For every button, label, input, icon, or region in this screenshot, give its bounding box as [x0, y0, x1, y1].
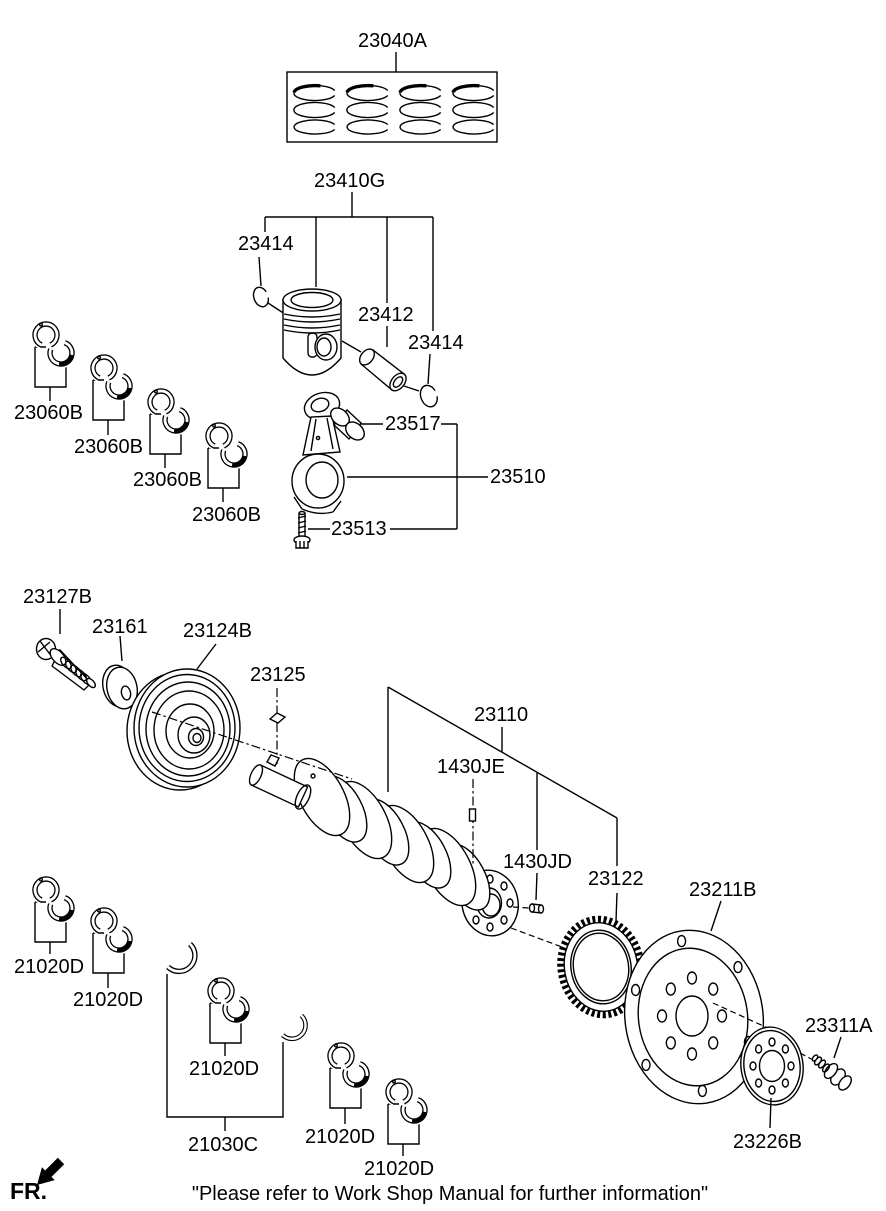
label-pulley-washer: 23161: [92, 616, 148, 638]
label-rod-bearing-4: 23060B: [192, 504, 261, 526]
snap-ring-right-drawing: [419, 384, 438, 408]
label-rod-bolt: 23513: [331, 518, 387, 540]
rod-bearing-leaders: [49, 387, 224, 502]
label-crank-pin: 1430JE: [437, 756, 505, 778]
snap-ring-left-drawing: [252, 286, 270, 308]
rod-leader-lines: [308, 423, 488, 530]
front-direction-label: FR.: [10, 1178, 48, 1204]
workshop-manual-note: "Please refer to Work Shop Manual for fu…: [191, 1183, 709, 1205]
rod-bearing-1-drawing: [35, 323, 72, 387]
label-drive-plate: 23211B: [689, 879, 757, 901]
adapter-plate-drawing: [740, 1026, 804, 1129]
label-rod-bearing-1: 23060B: [14, 402, 83, 424]
pulley-key-drawing: [268, 688, 287, 764]
rod-bearing-2-drawing: [93, 356, 130, 420]
connecting-rod-drawing: [291, 391, 345, 515]
label-main-bearing-set: 21030C: [188, 1134, 259, 1156]
main-bearing-1-drawing: [35, 878, 72, 942]
piston-pin-drawing: [358, 348, 407, 392]
label-main-bearing-1: 21020D: [14, 956, 85, 978]
label-piston-pin: 23412: [358, 304, 414, 326]
main-bearing-leaders: [49, 942, 404, 1156]
main-bearing-5-drawing: [388, 1080, 425, 1144]
label-main-bearing-4: 21020D: [305, 1126, 376, 1148]
rod-bearing-3-drawing: [150, 390, 187, 454]
label-pulley-key: 23125: [250, 664, 306, 686]
label-snap-ring-left: 23414: [238, 233, 294, 255]
rod-bushing-drawing: [330, 407, 365, 441]
rod-bearing-4-drawing: [208, 424, 245, 488]
piston-drawing: [282, 288, 342, 376]
crankshaft-drawing: [248, 754, 519, 937]
pulley-washer-drawing: [101, 635, 139, 710]
label-connecting-rod: 23510: [490, 466, 546, 488]
piston-ring-set-drawing: [286, 52, 498, 143]
crank-dowel-drawing: [528, 903, 545, 914]
thrust-washer-left-drawing: [168, 944, 195, 971]
label-pulley-bolt: 23127B: [23, 586, 92, 608]
label-rod-bearing-3: 23060B: [133, 469, 202, 491]
crankshaft-pulley-drawing: [126, 643, 241, 791]
label-piston-assembly: 23410G: [314, 170, 386, 192]
crankshaft-leader-lines: [151, 686, 618, 948]
label-main-bearing-5: 21020D: [364, 1158, 435, 1180]
pulley-bolt-drawing: [35, 609, 97, 691]
label-crankshaft: 23110: [474, 704, 529, 726]
label-drive-plate-bolt: 23311A: [805, 1015, 873, 1037]
main-bearing-3-drawing: [210, 979, 247, 1043]
label-crank-position-gear: 23122: [588, 868, 644, 890]
label-adapter-plate: 23226B: [733, 1131, 802, 1153]
drive-plate-bolt-drawing: [799, 1036, 853, 1091]
label-rod-bearing-2: 23060B: [74, 436, 143, 458]
label-crankshaft-pulley: 23124B: [183, 620, 252, 642]
label-main-bearing-2: 21020D: [73, 989, 144, 1011]
drive-plate-drawing: [623, 900, 795, 1105]
label-snap-ring-right: 23414: [408, 332, 464, 354]
front-direction-arrow-icon: [37, 1157, 65, 1185]
piston-kit-bracket-lines: [258, 192, 434, 392]
main-bearing-2-drawing: [93, 909, 130, 973]
main-bearing-4-drawing: [330, 1044, 367, 1108]
rod-bolt-drawing: [293, 510, 311, 549]
label-main-bearing-3: 21020D: [189, 1058, 260, 1080]
label-piston-ring-set: 23040A: [358, 30, 427, 52]
label-rod-bushing: 23517: [385, 413, 441, 435]
main-bearing-set-bracket: [166, 974, 284, 1131]
label-crank-dowel: 1430JD: [503, 851, 572, 873]
thrust-washer-right-drawing: [283, 1016, 306, 1039]
